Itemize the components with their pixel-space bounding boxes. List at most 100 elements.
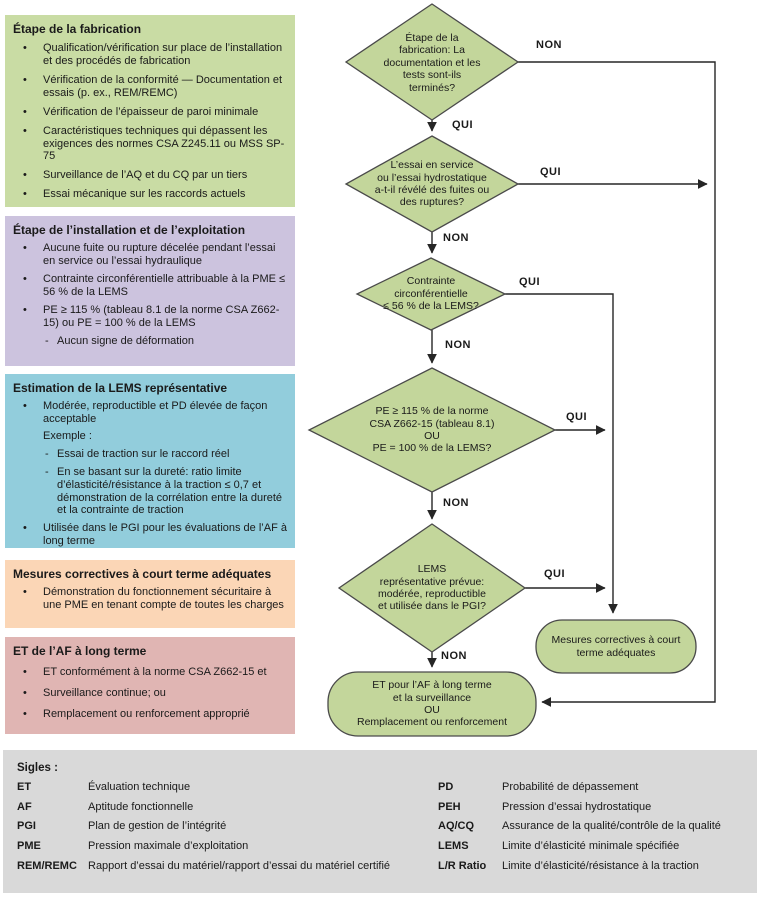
- bullet-marker: •: [23, 242, 27, 255]
- dash-marker: -: [45, 334, 49, 347]
- panel-mesures-correctives: Mesures correctives à court terme adéqua…: [5, 560, 295, 628]
- definition: Aptitude fonctionnelle: [88, 800, 194, 813]
- list-item: • PE ≥ 115 % (tableau 8.1 de la norme CSA…: [13, 304, 287, 330]
- definition: Rapport d’essai du matériel/rapport d’es…: [88, 859, 391, 872]
- acronym: AF: [17, 800, 32, 813]
- legend-row: PGI Plan de gestion de l’intégrité AQ/CQ…: [17, 820, 743, 833]
- bullet-marker: •: [23, 708, 27, 721]
- bullet-marker: •: [23, 522, 27, 535]
- bullet-marker: •: [23, 303, 27, 316]
- panel-header: ET de l’AF à long terme: [13, 644, 147, 658]
- decision-essai-fuites-shape: [344, 135, 520, 233]
- branch-label-non: NON: [443, 232, 469, 244]
- acronym: REM/REMC: [17, 859, 77, 872]
- list-item: •Qualification/vérification sur place de…: [13, 42, 287, 68]
- list-item-text: Exemple :: [43, 430, 92, 443]
- definition: Évaluation technique: [88, 781, 191, 793]
- dash-marker: -: [45, 447, 49, 460]
- list-item: •Surveillance de l’AQ et du CQ par un ti…: [13, 169, 287, 182]
- bullet-marker: •: [23, 586, 27, 599]
- list-item-text: Qualification/vérification sur place de …: [43, 42, 283, 68]
- decision-essai-fuites-label: L’essai en service ou l’essai hydrostati…: [374, 159, 490, 209]
- bullet-marker: •: [23, 188, 27, 201]
- list-item-text: Surveillance de l’AQ et du CQ par un tie…: [43, 169, 248, 182]
- acronym: ET: [17, 781, 32, 793]
- list-subitem: -Aucun signe de déformation: [13, 335, 287, 348]
- list-item-text: Essai mécanique sur les raccords actuels: [43, 188, 246, 201]
- decision-documentation-tests-label: Étape de la fabrication: La documentatio…: [383, 32, 481, 94]
- list-subitem: -Essai de traction sur le raccord réel: [13, 448, 287, 461]
- terminal-mesures-correctives-shape: [535, 619, 697, 674]
- acronym: PME: [17, 839, 41, 852]
- list-item: •Surveillance continue; ou: [13, 687, 287, 700]
- legend-row: ET Évaluation technique PD Probabilité d…: [17, 781, 743, 794]
- list-item-text: Modérée, reproductible et PD élevée de f…: [43, 400, 268, 426]
- list-item-text: PE ≥ 115 % (tableau 8.1 de la norme CSA …: [43, 303, 280, 329]
- list-item: •Démonstration du fonctionnement sécurit…: [13, 586, 287, 612]
- legend-title: Sigles :: [17, 762, 58, 774]
- terminal-et-af-label: ET pour l’AF à long terme et la surveill…: [357, 679, 507, 729]
- list-item-text: Essai de traction sur le raccord réel: [57, 447, 230, 460]
- legend-row: REM/REMC Rapport d’essai du matériel/rap…: [17, 860, 743, 873]
- decision-pe-norme-label: PE ≥ 115 % de la norme CSA Z662-15 (tabl…: [369, 405, 495, 455]
- decision-documentation-tests-shape: [344, 3, 520, 121]
- acronym: PD: [438, 781, 454, 793]
- panel-et-af-long-terme: ET de l’AF à long terme •ET conformément…: [5, 637, 295, 734]
- acronym: LEMS: [438, 839, 469, 852]
- list-item: • Vérification de l’épaisseur de paroi mi…: [13, 106, 287, 119]
- list-item: •ET conformément à la norme CSA Z662-15 …: [13, 666, 287, 679]
- dash-marker: -: [45, 465, 49, 478]
- panel-header: Étape de l’installation et de l’exploita…: [13, 223, 246, 237]
- bullet-marker: •: [23, 105, 27, 118]
- list-item: •Contrainte circonférentielle attribuabl…: [13, 273, 287, 299]
- panel-header: Mesures correctives à court terme adéqua…: [13, 567, 272, 581]
- panel-header: Étape de la fabrication: [13, 22, 142, 36]
- definition: Limite d’élasticité minimale spécifiée: [502, 839, 680, 852]
- definition: Pression d’essai hydrostatique: [502, 800, 652, 813]
- bullet-marker: •: [23, 74, 27, 87]
- definition: Assurance de la qualité/contrôle de la q…: [502, 820, 721, 833]
- branch-label-non: NON: [441, 650, 467, 662]
- panel-header: Estimation de la LEMS représentative: [13, 381, 228, 395]
- list-item: • Essai mécanique sur les raccords actuel…: [13, 188, 287, 201]
- list-item-text: Utilisée dans le PGI pour les évaluation…: [43, 522, 287, 548]
- decision-lems-representative-label: LEMS représentative prévue: modérée, rep…: [378, 563, 486, 613]
- arrow-d3-qui: [505, 293, 618, 614]
- branch-label-qui: QUI: [544, 568, 566, 580]
- list-subitem: -En se basant sur la dureté: ratio limit…: [13, 466, 287, 517]
- branch-label-non: NON: [536, 39, 562, 51]
- list-item-text: Remplacement ou renforcement approprié: [43, 708, 250, 721]
- branch-label-non: NON: [445, 339, 471, 351]
- bullet-marker: •: [23, 273, 27, 286]
- acronym: PEH: [438, 800, 461, 813]
- panel-installation-exploitation: Étape de l’installation et de l’exploita…: [5, 216, 295, 366]
- panel-fabrication: Étape de la fabrication •Qualification/v…: [5, 15, 295, 207]
- list-item-text: Vérification de l’épaisseur de paroi min…: [43, 105, 259, 118]
- decision-pe-norme-shape: [307, 367, 557, 493]
- decision-lems-representative-shape: [337, 523, 527, 653]
- bullet-marker: •: [23, 666, 27, 679]
- list-item: • Aucune fuite ou rupture décelée pendant…: [13, 242, 287, 268]
- list-item-text: Surveillance continue; ou: [43, 687, 166, 700]
- list-item-text: En se basant sur la dureté: ratio limite…: [57, 465, 283, 517]
- definition: Pression maximale d’exploitation: [88, 839, 249, 852]
- branch-label-qui: QUI: [519, 276, 541, 288]
- legend-box: Sigles : ET Évaluation technique PD Prob…: [3, 750, 757, 893]
- decision-contrainte-shape: [355, 257, 507, 331]
- terminal-mesures-correctives-label: Mesures correctives à court terme adéqua…: [551, 634, 681, 659]
- panel-estimation-lems: Estimation de la LEMS représentative • Mo…: [5, 374, 295, 548]
- branch-label-qui: QUI: [540, 166, 562, 178]
- bullet-marker: •: [23, 400, 27, 413]
- list-item-text: Aucun signe de déformation: [57, 334, 194, 347]
- bullet-marker: •: [23, 124, 27, 137]
- list-item-text: Aucune fuite ou rupture décelée pendant …: [43, 242, 276, 268]
- arrow-d1-non-loop: [518, 61, 716, 707]
- list-item: • Vérification de la conformité — Documen…: [13, 74, 287, 100]
- legend-row: AF Aptitude fonctionnelle PEH Pression d…: [17, 801, 743, 814]
- branch-label-qui: QUI: [452, 119, 474, 131]
- list-item-text: Vérification de la conformité — Document…: [43, 74, 283, 99]
- branch-label-non: NON: [443, 497, 469, 509]
- terminal-et-af-shape: [327, 671, 537, 737]
